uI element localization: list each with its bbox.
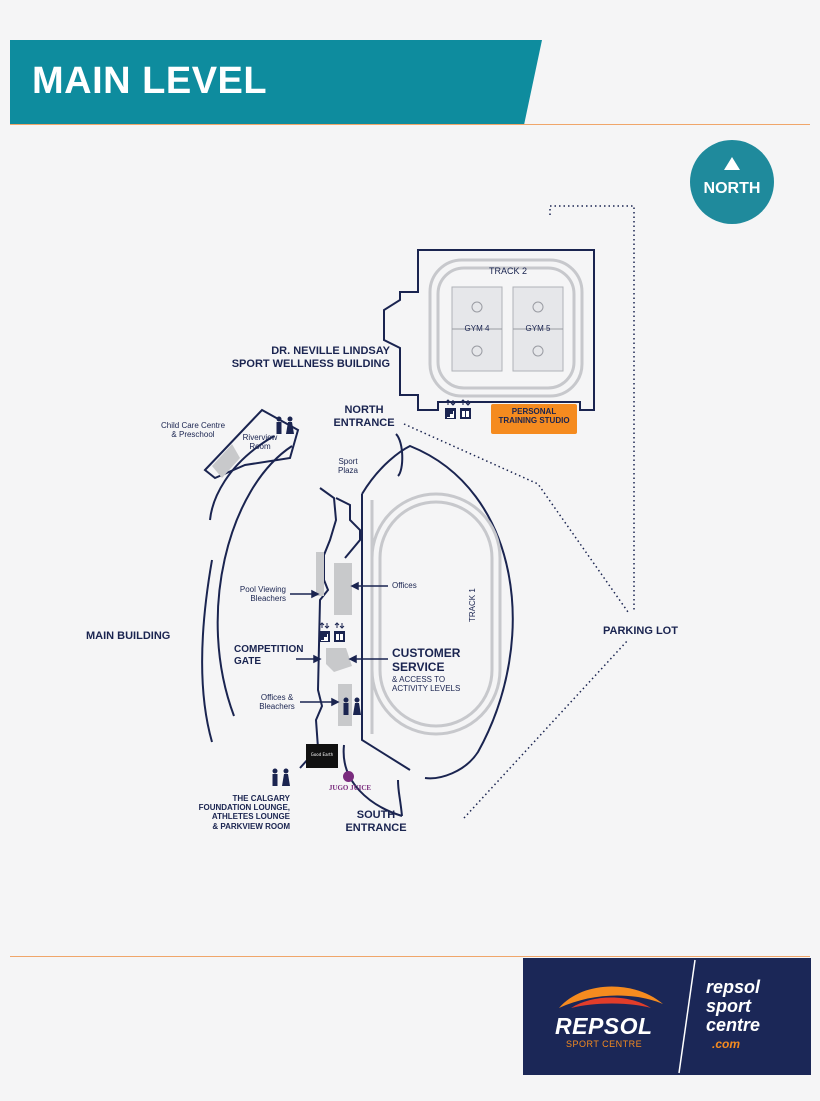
lounge-label: THE CALGARY FOUNDATION LOUNGE, ATHLETES … (170, 794, 290, 831)
pool-viewing-label: Pool Viewing Bleachers (218, 585, 286, 603)
south-entrance-line2: ENTRANCE (345, 821, 407, 834)
header-banner (10, 40, 542, 125)
elevator-icon (334, 631, 345, 642)
studio-label-line2: TRAINING STUDIO (498, 416, 570, 426)
offices-bleachers-label: Offices & Bleachers (252, 693, 302, 711)
cafe-logo (306, 744, 338, 768)
sport-plaza-label: Sport Plaza (330, 457, 366, 475)
track-2 (428, 258, 584, 398)
riverview-room-label: Riverview Room (234, 433, 286, 451)
wellness-building-name-line1: DR. NEVILLE LINDSAY (271, 345, 390, 357)
customer-service-line4: ACTIVITY LEVELS (392, 683, 461, 693)
sport-plaza-line1: Sport (338, 457, 358, 466)
stairs-elevator-icons-top (319, 408, 471, 642)
track-enclosure-outline (361, 444, 514, 780)
customer-service-line1: CUSTOMER (392, 646, 461, 660)
brand-name-line1: repsol (706, 977, 761, 997)
brand-panel (523, 958, 811, 1075)
parking-lot-label: PARKING LOT (603, 625, 678, 637)
lounge-line4: & PARKVIEW ROOM (212, 821, 290, 831)
jugo-juice-label: JUGO JUICE (328, 784, 372, 792)
north-entrance-line1: NORTH (344, 404, 384, 416)
lounge-line3: ATHLETES LOUNGE (211, 812, 290, 822)
north-entrance-label: NORTH ENTRANCE (330, 404, 398, 429)
gym-4-label: GYM 4 (464, 324, 490, 333)
south-entrance-line1: SOUTH (356, 809, 396, 821)
repsol-sport-centre-text: SPORT CENTRE (566, 1039, 643, 1049)
customer-service-label: CUSTOMER SERVICE & ACCESS TO ACTIVITY LE… (392, 646, 461, 693)
washroom-icon (272, 768, 290, 786)
brand-graphics (559, 959, 696, 1074)
offices-block (334, 563, 352, 615)
south-entrance-label: SOUTH ENTRANCE (340, 809, 412, 834)
lounge-line2: FOUNDATION LOUNGE, (198, 803, 290, 813)
page-title: MAIN LEVEL (32, 60, 268, 102)
personal-training-studio (491, 404, 577, 434)
south-wall-outline (342, 744, 403, 817)
north-entrance-line2: ENTRANCE (333, 416, 395, 429)
brand-name-line3: centre (706, 1014, 761, 1035)
brand-website-link[interactable]: .com (712, 1037, 741, 1051)
wellness-building-name-line2: SPORT WELLNESS BUILDING (231, 357, 390, 370)
customer-service-line2: SERVICE (392, 659, 445, 674)
repsol-arc-icon (559, 986, 663, 1008)
customer-service-line3: & ACCESS TO (392, 674, 446, 684)
offices-bleachers-line1: Offices & (260, 693, 294, 702)
offices-label: Offices (392, 581, 417, 590)
header-divider (10, 124, 810, 125)
track-1 (370, 492, 502, 736)
brand-divider (678, 959, 696, 1074)
washroom-icon (276, 416, 294, 434)
lounge-line1: THE CALGARY (232, 794, 290, 803)
wellness-building-label: DR. NEVILLE LINDSAY SPORT WELLNESS BUILD… (200, 345, 390, 370)
jugo-juice-icon (343, 771, 354, 782)
competition-gate-label: COMPETITION GATE (234, 644, 303, 667)
main-building-outline (216, 445, 293, 717)
child-care-label: Child Care Centre & Preschool (152, 421, 234, 439)
north-arrow-icon (724, 157, 740, 170)
north-label: NORTH (703, 180, 761, 197)
sport-plaza-line2: Plaza (337, 466, 358, 476)
main-building-label: MAIN BUILDING (86, 630, 171, 642)
repsol-logo-text: REPSOL (555, 1013, 653, 1039)
child-care-line1: Child Care Centre (160, 421, 226, 430)
stairs-icon (445, 408, 456, 419)
parking-path-north (549, 205, 635, 612)
offices-bleachers-line2: Bleachers (259, 702, 295, 712)
personal-training-studio-label: PERSONAL TRAINING STUDIO (491, 407, 577, 425)
customer-service-block (326, 648, 352, 672)
riverview-line2: Room (249, 442, 271, 452)
stairs-icon (319, 631, 330, 642)
competition-gate-line1: COMPETITION (234, 644, 304, 655)
brand-name-line2: sport (706, 995, 751, 1016)
wellness-building-outline (383, 249, 595, 411)
child-care-line2: & Preschool (171, 430, 215, 440)
parking-path-mid (403, 423, 629, 613)
riverview-line1: Riverview (242, 433, 278, 442)
washroom-icon (343, 697, 361, 715)
brand-name: repsol sport centre (706, 978, 760, 1035)
competition-gate-line2: GATE (234, 655, 262, 667)
child-care-wing-outline (203, 408, 300, 480)
north-compass: NORTH (690, 140, 774, 224)
track-2-label: TRACK 2 (488, 266, 527, 276)
pool-viewing-line2: Bleachers (250, 594, 286, 604)
pool-viewing-line1: Pool Viewing (239, 585, 286, 594)
track-1-label: TRACK 1 (468, 588, 477, 622)
elevator-icon (460, 408, 471, 419)
child-care-block (212, 444, 240, 478)
footer-divider (10, 956, 810, 957)
gym-5-label: GYM 5 (525, 324, 551, 333)
cafe-logo-text: Good Earth (310, 752, 334, 757)
studio-label-line1: PERSONAL (511, 407, 557, 416)
corridor-wall (299, 487, 338, 769)
